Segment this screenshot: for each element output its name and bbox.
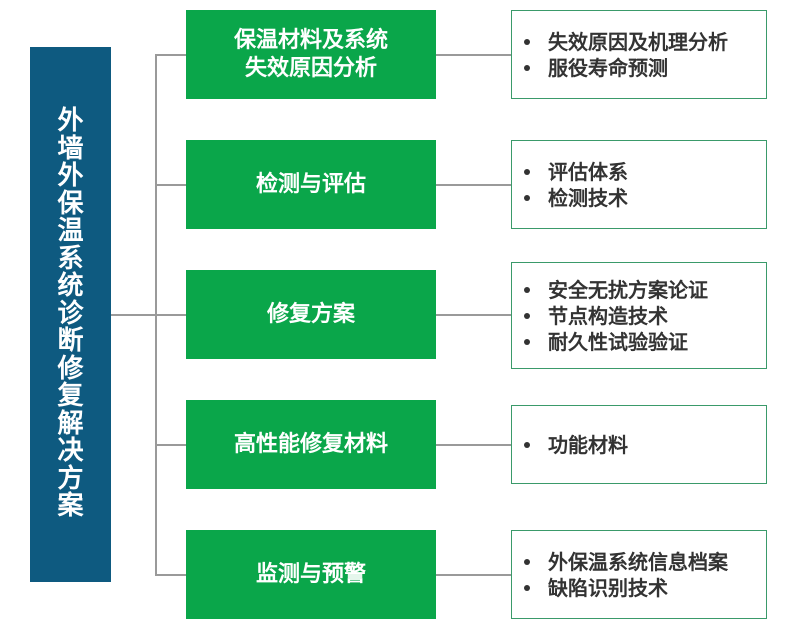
detail-node-3: 安全无扰方案论证 节点构造技术 耐久性试验验证: [511, 262, 767, 369]
item-text: 评估体系: [548, 159, 628, 184]
list-item: 外保温系统信息档案: [524, 549, 728, 575]
bullet-icon: [524, 312, 530, 319]
detail-connector-4: [436, 444, 511, 446]
item-text: 安全无扰方案论证: [548, 277, 708, 302]
bullet-icon: [524, 558, 530, 565]
root-node: 外墙外保温系统诊断修复解决方案: [30, 47, 111, 582]
list-item: 失效原因及机理分析: [524, 29, 728, 55]
detail-list: 安全无扰方案论证 节点构造技术 耐久性试验验证: [512, 277, 708, 355]
list-item: 评估体系: [524, 159, 628, 185]
detail-list: 功能材料: [512, 432, 628, 458]
item-text: 外保温系统信息档案: [548, 549, 728, 574]
branch-connector-5: [155, 574, 186, 576]
branch-connector-4: [155, 444, 186, 446]
list-item: 检测技术: [524, 185, 628, 211]
bullet-icon: [524, 64, 530, 71]
branch-connector-1: [155, 54, 186, 56]
bullet-icon: [524, 338, 530, 345]
item-text: 缺陷识别技术: [548, 575, 668, 600]
item-text: 功能材料: [548, 432, 628, 457]
detail-connector-3: [436, 314, 511, 316]
category-label: 修复方案: [266, 301, 355, 327]
detail-list: 失效原因及机理分析 服役寿命预测: [512, 29, 728, 81]
category-label: 保温材料及系统 失效原因分析: [233, 27, 388, 81]
category-label: 监测与预警: [255, 561, 366, 587]
bullet-icon: [524, 38, 530, 45]
list-item: 安全无扰方案论证: [524, 277, 708, 303]
detail-node-5: 外保温系统信息档案 缺陷识别技术: [511, 530, 767, 619]
category-node-5: 监测与预警: [186, 530, 436, 619]
bullet-icon: [524, 584, 530, 591]
category-label: 检测与评估: [255, 171, 366, 197]
category-node-4: 高性能修复材料: [186, 400, 436, 489]
list-item: 耐久性试验验证: [524, 329, 708, 355]
item-text: 耐久性试验验证: [548, 329, 688, 354]
category-node-2: 检测与评估: [186, 140, 436, 229]
branch-connector-3: [155, 314, 186, 316]
category-node-1: 保温材料及系统 失效原因分析: [186, 10, 436, 99]
branch-connector-2: [155, 184, 186, 186]
list-item: 功能材料: [524, 432, 628, 458]
category-node-3: 修复方案: [186, 270, 436, 359]
bullet-icon: [524, 194, 530, 201]
bullet-icon: [524, 441, 530, 448]
detail-list: 评估体系 检测技术: [512, 159, 628, 211]
detail-list: 外保温系统信息档案 缺陷识别技术: [512, 549, 728, 601]
detail-node-1: 失效原因及机理分析 服役寿命预测: [511, 10, 767, 99]
item-text: 节点构造技术: [548, 303, 668, 328]
item-text: 检测技术: [548, 185, 628, 210]
list-item: 缺陷识别技术: [524, 575, 728, 601]
detail-connector-2: [436, 184, 511, 186]
detail-node-4: 功能材料: [511, 405, 767, 484]
root-connector: [111, 314, 155, 316]
list-item: 节点构造技术: [524, 303, 708, 329]
bullet-icon: [524, 168, 530, 175]
item-text: 失效原因及机理分析: [548, 29, 728, 54]
category-label: 高性能修复材料: [233, 431, 388, 457]
detail-node-2: 评估体系 检测技术: [511, 140, 767, 229]
root-title: 外墙外保温系统诊断修复解决方案: [57, 106, 84, 522]
list-item: 服役寿命预测: [524, 55, 728, 81]
item-text: 服役寿命预测: [548, 55, 668, 80]
bullet-icon: [524, 286, 530, 293]
detail-connector-5: [436, 574, 511, 576]
detail-connector-1: [436, 54, 511, 56]
